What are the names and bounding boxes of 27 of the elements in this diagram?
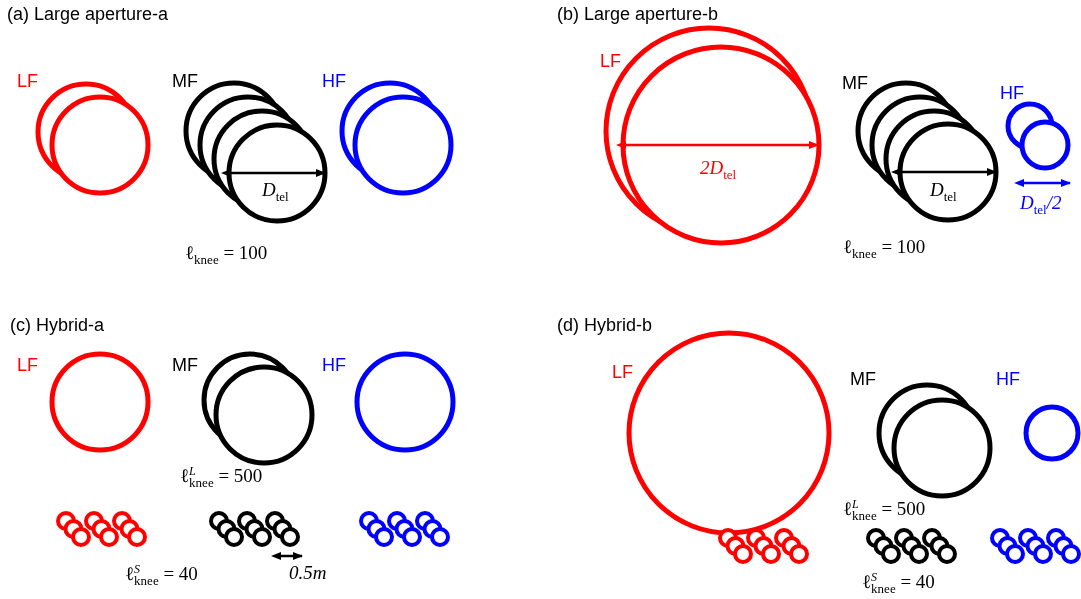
band-label: HF bbox=[996, 370, 1020, 390]
band-label: HF bbox=[322, 72, 346, 92]
knee-equation: ℓ$^{L}$$_{knee}$ = 500 bbox=[180, 465, 263, 491]
dimension-label: 2D$_{tel}$ bbox=[700, 158, 737, 183]
knee-equation: ℓ$^{L}$$_{knee}$ = 500 bbox=[843, 498, 926, 524]
dimension-label: D$_{tel}$ bbox=[930, 180, 957, 205]
band-label: MF bbox=[172, 72, 198, 92]
knee-equation: ℓ$_{knee}$ = 100 bbox=[185, 243, 268, 268]
panel-title: (c) Hybrid-a bbox=[10, 316, 104, 336]
panel-title: (d) Hybrid-b bbox=[557, 316, 653, 336]
band-label: LF bbox=[612, 363, 633, 383]
panel-title: (a) Large aperture-a bbox=[7, 5, 169, 25]
dimension-label: 0.5m bbox=[289, 563, 327, 584]
knee-equation: ℓ$^{S}$$_{knee}$ = 40 bbox=[125, 563, 198, 589]
knee-equation: ℓ$_{knee}$ = 100 bbox=[843, 237, 926, 262]
band-label: LF bbox=[600, 52, 621, 72]
band-label: HF bbox=[322, 356, 346, 376]
band-label: MF bbox=[172, 356, 198, 376]
dimension-label: D$_{tel}$/2 bbox=[1020, 193, 1062, 218]
band-label: MF bbox=[842, 74, 868, 94]
band-label: HF bbox=[1000, 84, 1024, 104]
band-label: MF bbox=[850, 370, 876, 390]
band-label: LF bbox=[17, 356, 38, 376]
panel-title: (b) Large aperture-b bbox=[557, 5, 719, 25]
band-label: LF bbox=[17, 72, 38, 92]
knee-equation: ℓ$^{S}$$_{knee}$ = 40 bbox=[862, 571, 935, 597]
dimension-label: D$_{tel}$ bbox=[262, 180, 289, 205]
